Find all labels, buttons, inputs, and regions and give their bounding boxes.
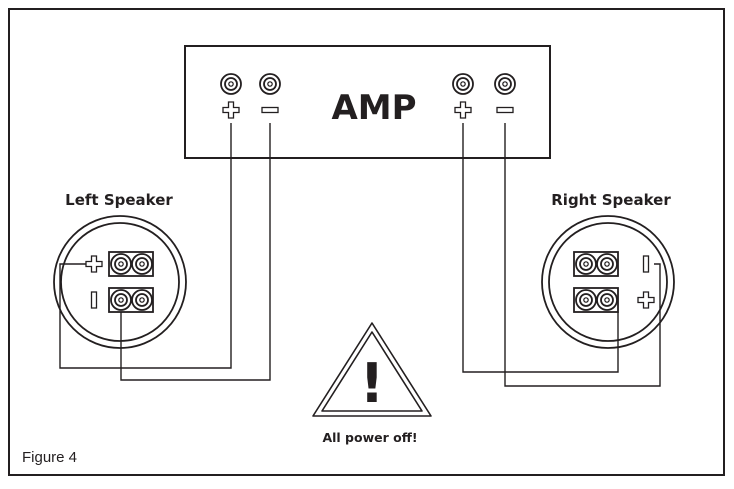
warning-exclamation-icon: ! xyxy=(360,352,385,415)
left-speaker-rim xyxy=(60,222,180,342)
minus-sign-icon xyxy=(261,106,279,114)
amp-label: AMP xyxy=(331,88,416,128)
wire-right-positive xyxy=(462,123,619,373)
amp-left-negative-terminal xyxy=(259,73,281,95)
warning-label: All power off! xyxy=(322,430,417,445)
left-negative-terminal-block xyxy=(109,288,153,312)
amp-left-positive-terminal xyxy=(220,73,242,95)
amp-box xyxy=(184,45,551,159)
wire-left-negative xyxy=(120,123,271,381)
right-speaker-rim xyxy=(548,222,668,342)
right-speaker: Right Speaker xyxy=(541,191,675,349)
right-positive-terminal-block xyxy=(574,288,618,312)
warning-triangle-inner xyxy=(321,331,423,412)
left-speaker-label: Left Speaker xyxy=(65,191,173,209)
amp-right-negative-terminal xyxy=(494,73,516,95)
right-negative-terminal-block xyxy=(574,252,618,276)
wire-right-negative xyxy=(504,123,661,387)
warning: ! All power off! xyxy=(312,322,432,445)
minus-sign-icon xyxy=(90,291,98,309)
right-speaker-label: Right Speaker xyxy=(551,191,671,209)
left-speaker: Left Speaker xyxy=(53,191,187,349)
speaker-wires xyxy=(59,123,661,387)
minus-sign-icon xyxy=(496,106,514,114)
amp-right-positive-terminal xyxy=(452,73,474,95)
amplifier: AMP xyxy=(184,45,551,159)
wire-left-positive xyxy=(59,123,232,369)
left-positive-terminal-block xyxy=(109,252,153,276)
minus-sign-icon xyxy=(642,255,650,273)
figure-caption: Figure 4 xyxy=(22,449,77,466)
